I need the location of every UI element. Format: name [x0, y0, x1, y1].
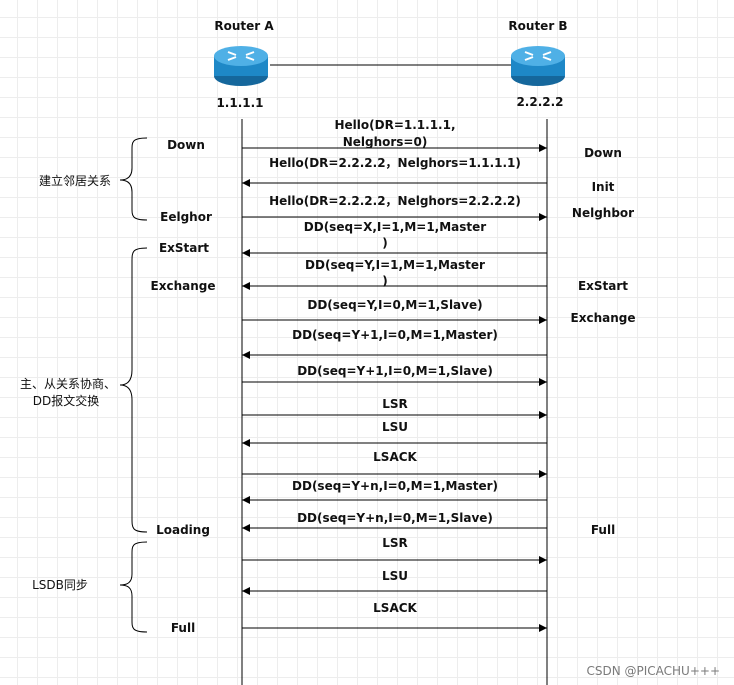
- phase-lsdb-label: LSDB同步: [32, 578, 88, 592]
- message-label: Hello(DR=2.2.2.2，Nelghors=2.2.2.2): [269, 194, 521, 208]
- message-label: DD(seq=Y,I=1,M=1,Master: [305, 258, 485, 272]
- state-b-exchange: Exchange: [571, 311, 636, 325]
- router-b-id: 2.2.2.2: [516, 95, 563, 109]
- router-b-name: Router B: [508, 19, 567, 33]
- router-icon: [511, 46, 565, 86]
- message-label: DD(seq=Y+1,I=0,M=1,Master): [292, 328, 498, 342]
- message-label: LSR: [382, 397, 408, 411]
- message-label: DD(seq=Y+n,I=0,M=1,Master): [292, 479, 498, 493]
- state-b-init: Init: [592, 180, 615, 194]
- message-label: DD(seq=Y+1,I=0,M=1,Slave): [297, 364, 493, 378]
- phase-neighbor-label: 建立邻居关系: [39, 173, 111, 188]
- state-a-full: Full: [171, 621, 195, 635]
- message-label: DD(seq=Y+n,I=0,M=1,Slave): [297, 511, 493, 525]
- brace-negotiation: [119, 247, 148, 533]
- brace-lsdb-sync: [119, 541, 148, 633]
- watermark-text: CSDN @PICACHU+++: [586, 664, 720, 678]
- message-label: DD(seq=Y,I=0,M=1,Slave): [307, 298, 482, 312]
- message-label: LSACK: [373, 601, 417, 615]
- message-label: LSU: [382, 420, 408, 434]
- router-icon: [214, 46, 268, 86]
- state-a-loading: Loading: [156, 523, 210, 537]
- state-a-exstart: ExStart: [159, 241, 209, 255]
- state-b-full: Full: [591, 523, 615, 537]
- message-label: Hello(DR=2.2.2.2，Nelghors=1.1.1.1): [269, 156, 521, 170]
- state-a-2way: Eelghor: [160, 210, 212, 224]
- message-label-continuation: Nelghors=0): [343, 135, 428, 149]
- phase-dd-label: DD报文交换: [33, 393, 99, 408]
- phase-negotiation-label: 主、从关系协商、: [20, 376, 116, 391]
- message-label-continuation: ): [382, 236, 387, 250]
- message-label-continuation: ): [382, 274, 387, 288]
- state-a-down: Down: [167, 138, 205, 152]
- brace-neighbor: [119, 137, 148, 221]
- message-group: Hello(DR=1.1.1.1, Nelghors=0) Hello(DR=2.2…: [242, 118, 547, 632]
- state-b-2way: Nelghbor: [572, 206, 634, 220]
- message-label: DD(seq=X,I=1,M=1,Master: [304, 220, 487, 234]
- state-b-exstart: ExStart: [578, 279, 628, 293]
- message-label: Hello(DR=1.1.1.1,: [334, 118, 455, 132]
- router-a-name: Router A: [214, 19, 274, 33]
- state-a-exchange: Exchange: [151, 279, 216, 293]
- message-label: LSR: [382, 536, 408, 550]
- message-label: LSACK: [373, 450, 417, 464]
- state-b-down: Down: [584, 146, 622, 160]
- router-a-id: 1.1.1.1: [216, 96, 263, 110]
- message-label: LSU: [382, 569, 408, 583]
